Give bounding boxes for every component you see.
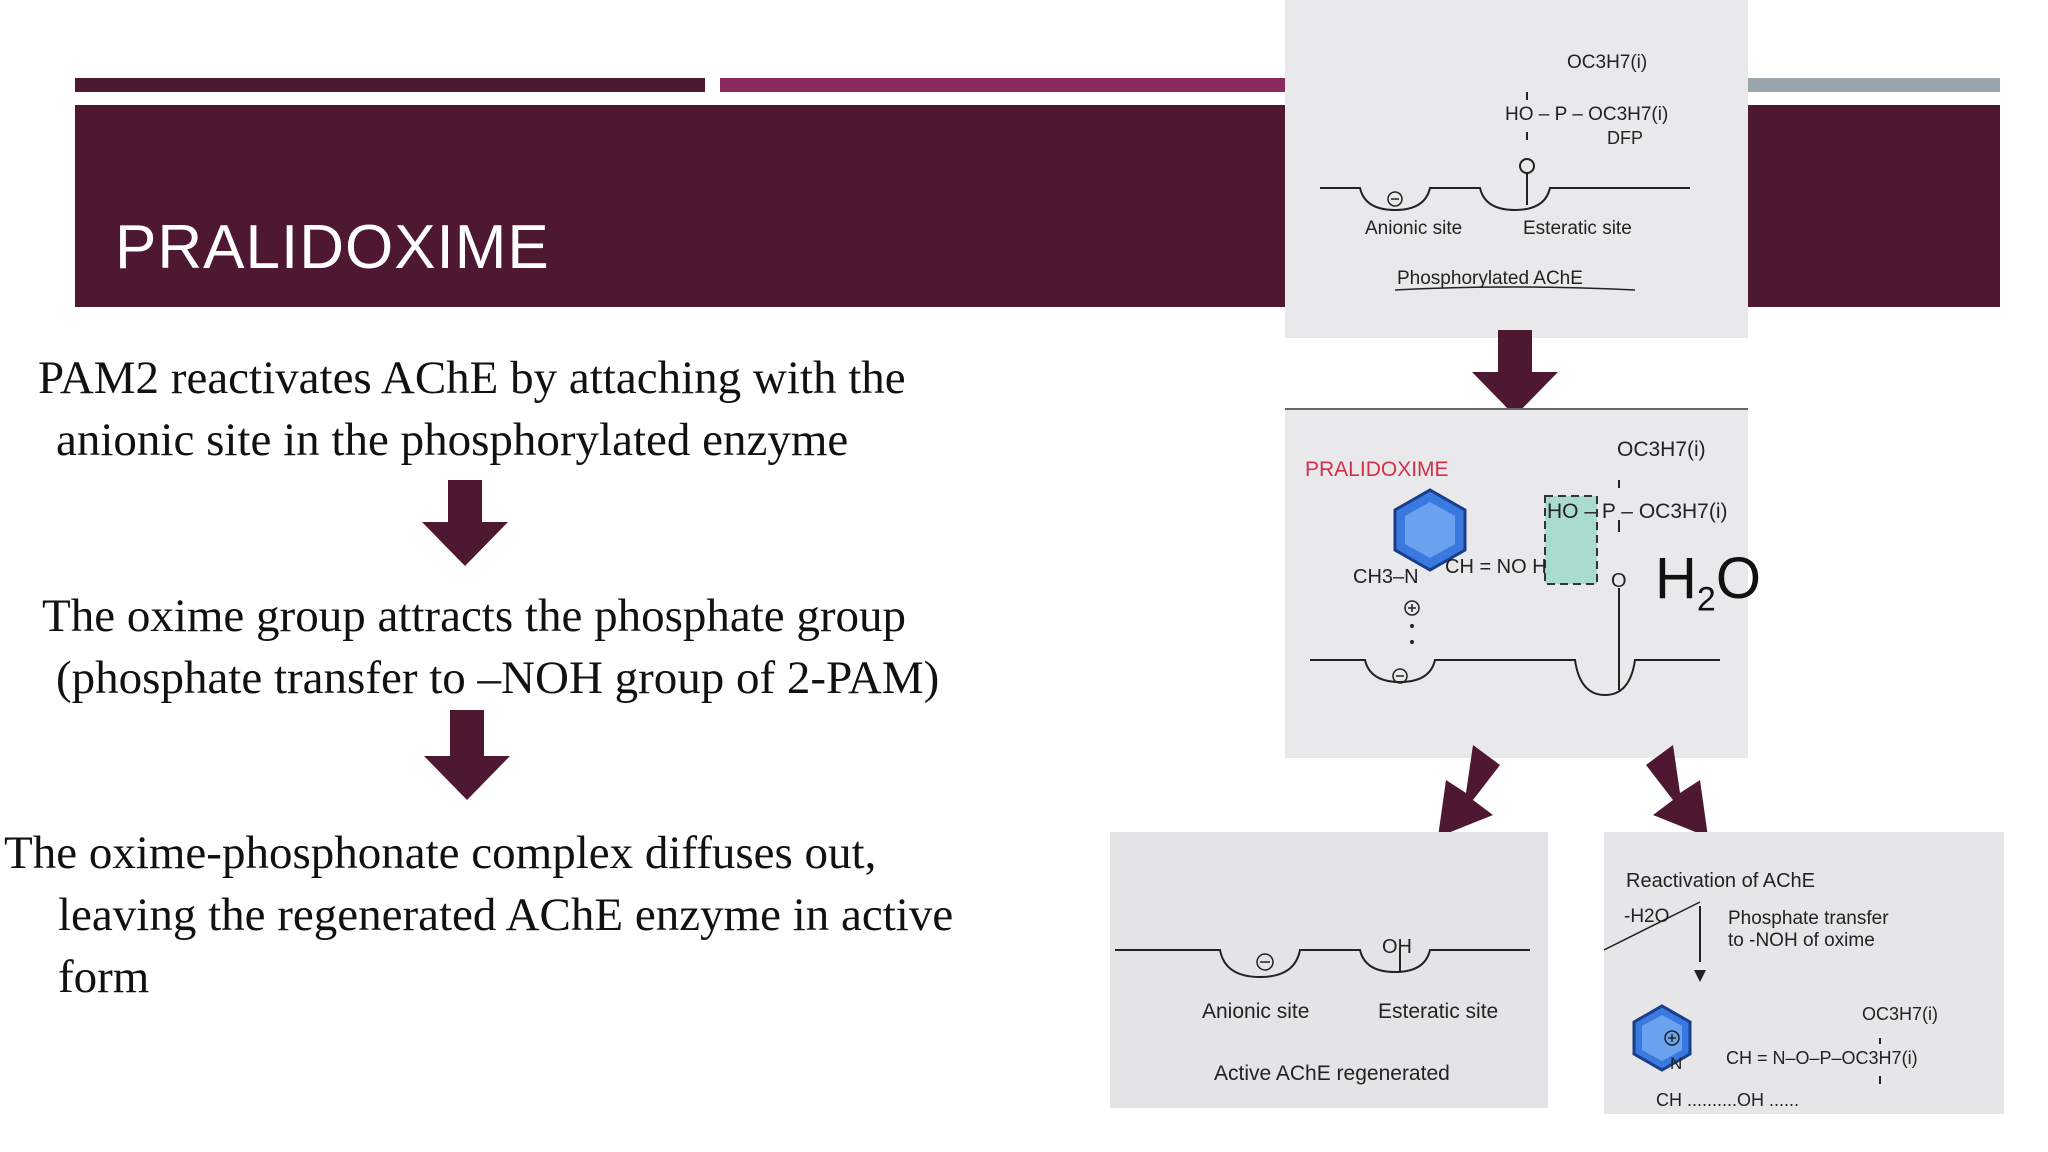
p3-oh: OH: [1382, 936, 1412, 958]
p4-n: N: [1670, 1054, 1683, 1073]
step-3-line-2: leaving the regenerated AChE enzyme in a…: [58, 889, 954, 941]
p3-anionic-site: Anionic site: [1202, 1000, 1310, 1023]
step-2-line-1: The oxime group attracts the phosphate g…: [42, 590, 907, 642]
step-3-line-1: The oxime-phosphonate complex diffuses o…: [4, 827, 877, 879]
step-3-text: The oxime-phosphonate complex diffuses o…: [4, 822, 953, 1008]
p1-p-line: HO – P – OC3H7(i): [1505, 104, 1669, 125]
enzyme-surface-line: [1320, 92, 1690, 291]
diagram-pralidoxime-binding: PRALIDOXIME OC3H7(i) HO – P – OC3H7(i) C…: [1285, 408, 1748, 758]
diagonal-arrow-right-icon: [1646, 745, 1708, 837]
slide-title: PRALIDOXIME: [115, 213, 550, 282]
p2-top-group: OC3H7(i): [1617, 438, 1706, 461]
p4-transfer-line-2: to -NOH of oxime: [1728, 930, 1875, 951]
down-arrow-icon: [424, 710, 510, 800]
p4-chain: CH = N–O–P–OC3H7(i): [1726, 1048, 1918, 1068]
p4-bottom: CH ..........OH ......: [1656, 1090, 1800, 1110]
p1-anionic-site: Anionic site: [1365, 218, 1463, 239]
step-1-line-1: PAM2 reactivates AChE by attaching with …: [38, 352, 906, 404]
p4-heading: Reactivation of AChE: [1626, 870, 1815, 892]
p2-oxime-group: CH = NO H: [1445, 556, 1547, 578]
water-label: H2O: [1655, 546, 1761, 619]
down-arrow-icon: [422, 480, 508, 566]
step-2-text: The oxime group attracts the phosphate g…: [42, 585, 939, 709]
top-accent-bar-dark: [75, 78, 705, 92]
p2-o: O: [1611, 570, 1627, 592]
p2-pralidoxime-label: PRALIDOXIME: [1305, 458, 1449, 481]
pyridine-ring-icon: [1604, 901, 1881, 1084]
p1-caption: Phosphorylated AChE: [1397, 268, 1583, 289]
p4-transfer-line-1: Phosphate transfer: [1728, 908, 1889, 929]
step-3-line-3: form: [58, 951, 150, 1003]
enzyme-surface-line: [1115, 948, 1530, 979]
p1-top-group: OC3H7(i): [1567, 52, 1648, 73]
p1-esteratic-site: Esteratic site: [1523, 218, 1632, 239]
pyridine-ring-icon: [1310, 480, 1720, 697]
diagram-active-ache: OH Anionic site Esteratic site Active AC…: [1110, 832, 1548, 1108]
diagram-reactivation: Reactivation of AChE -H2O Phosphate tran…: [1604, 832, 2004, 1114]
top-accent-bar-grey: [1745, 78, 2000, 92]
p3-esteratic-site: Esteratic site: [1378, 1000, 1499, 1023]
p4-top-group: OC3H7(i): [1862, 1004, 1939, 1024]
p4-minus-h2o: -H2O: [1624, 906, 1670, 927]
p1-dfp: DFP: [1607, 128, 1643, 148]
p2-p-line: HO – P – OC3H7(i): [1547, 500, 1728, 523]
diagram-phosphorylated-ache: OC3H7(i) HO – P – OC3H7(i) DFP Anionic s…: [1285, 0, 1748, 338]
p2-ch3n: CH3–N: [1353, 566, 1419, 588]
step-1-line-2: anionic site in the phosphorylated enzym…: [56, 414, 849, 466]
down-arrow-icon: [1472, 330, 1558, 416]
p3-caption: Active AChE regenerated: [1214, 1062, 1450, 1085]
diagonal-arrow-left-icon: [1438, 745, 1500, 837]
step-1-text: PAM2 reactivates AChE by attaching with …: [38, 347, 906, 471]
step-2-line-2: (phosphate transfer to –NOH group of 2-P…: [56, 652, 940, 704]
top-accent-bar-magenta: [720, 78, 1285, 92]
